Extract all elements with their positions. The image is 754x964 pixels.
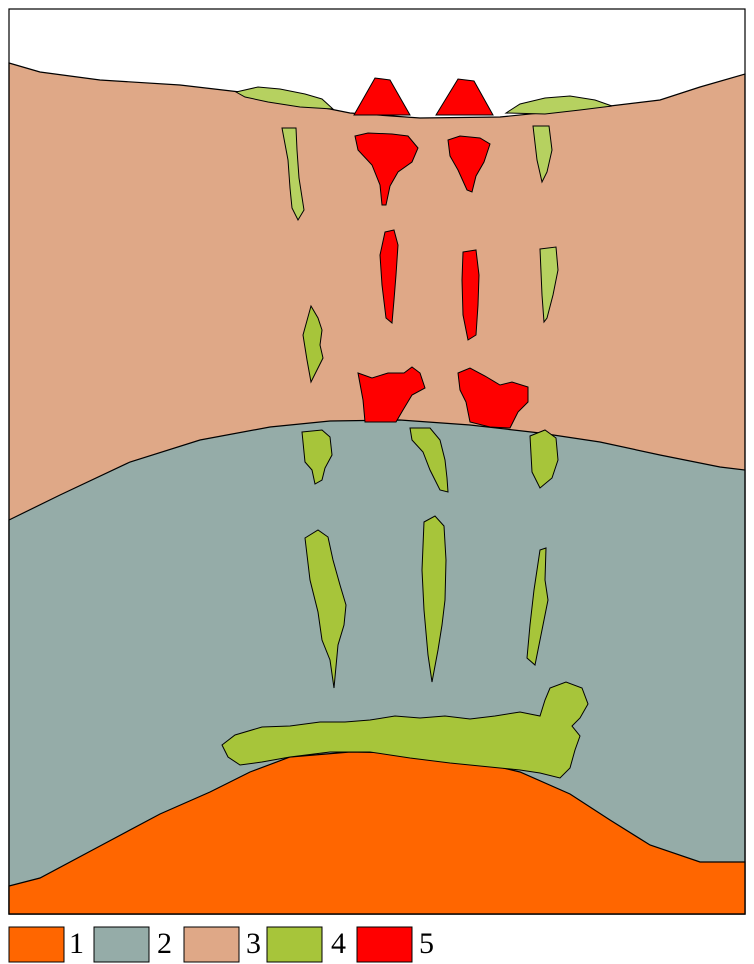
legend-swatch-5 [357,927,412,962]
legend-swatch-1 [9,927,64,962]
legend-swatch-2 [94,927,149,962]
legend-label-4: 4 [331,927,346,960]
red-cone-right [436,79,493,115]
legend-label-3: 3 [246,927,261,960]
red-cone-left [354,78,410,115]
legend-label-2: 2 [157,927,172,960]
legend-label-5: 5 [419,927,434,960]
legend-label-1: 1 [69,927,84,960]
legend: 1 2 3 4 5 [9,927,434,962]
legend-swatch-3 [184,927,239,962]
legend-swatch-4 [267,927,322,962]
